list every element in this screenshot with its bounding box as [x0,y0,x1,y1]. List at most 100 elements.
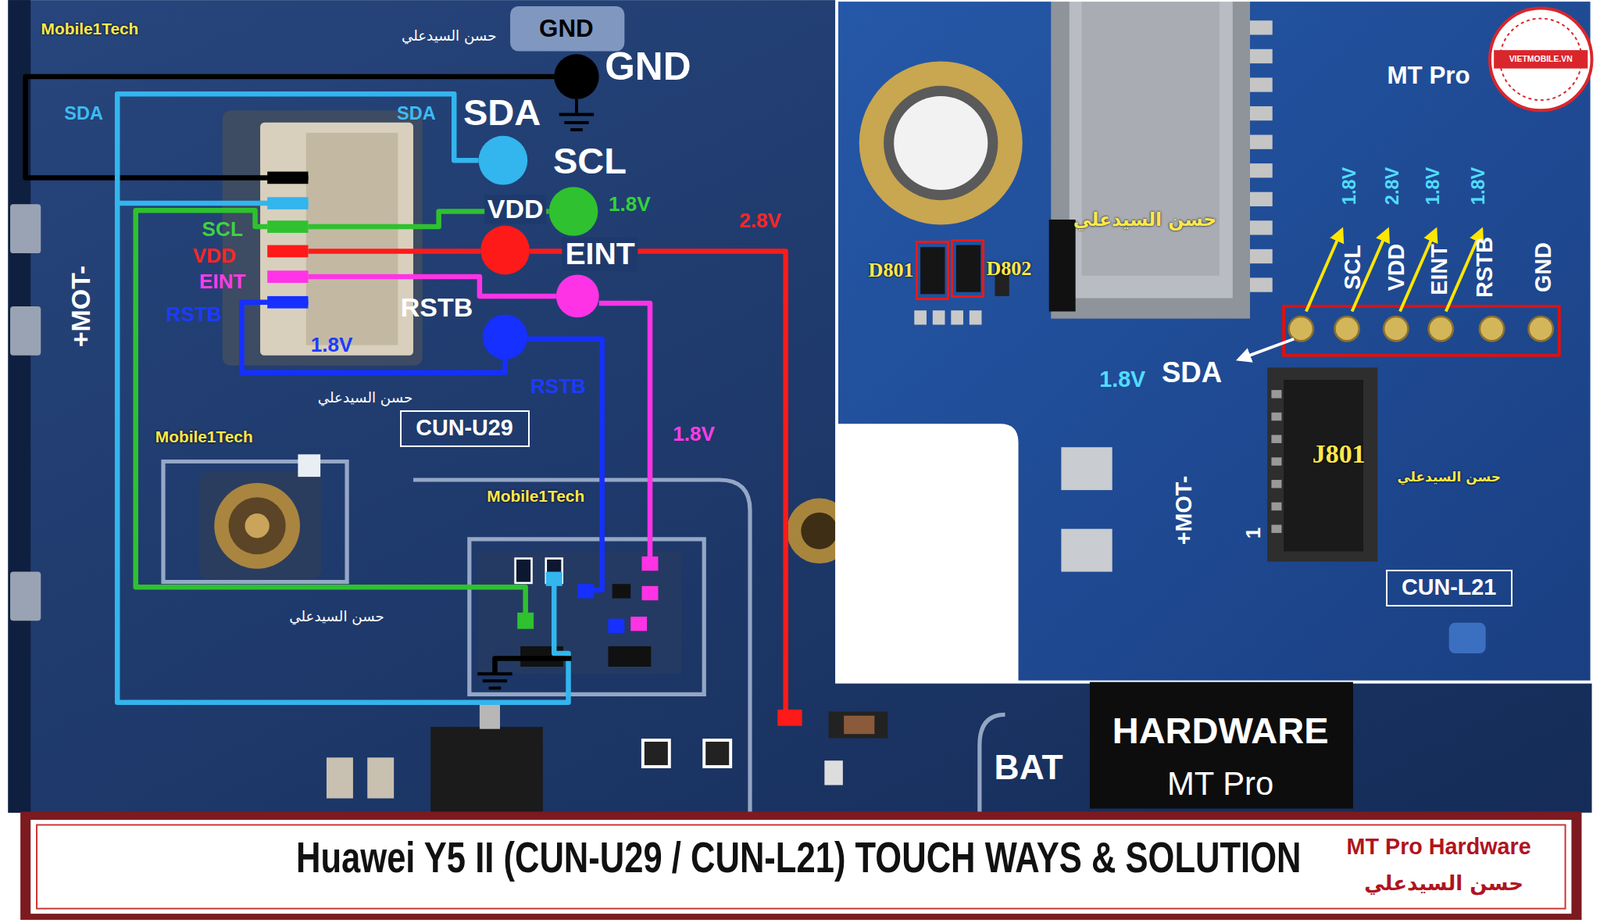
inset-photo [1271,524,1282,533]
leader-arrow [1239,229,1483,360]
component-area [843,715,875,735]
antenna-connector [228,496,286,554]
ground-symbol [570,128,583,132]
inset-photo [1250,20,1273,35]
model-box: CUN-U29 [400,410,530,447]
silkscreen-text: GND [1531,242,1554,293]
logo-panel [1089,682,1354,809]
flex-connector [222,110,423,366]
leader-arrow [1306,229,1343,311]
signal-wires [117,93,479,204]
board-photo [10,203,41,254]
inset-photo [1250,163,1273,178]
component-area [612,583,632,598]
ground-symbol [477,99,594,689]
model-name: CUN-L21 [1401,575,1497,600]
part-name: D802 [985,257,1032,280]
inset-photo [1250,135,1273,150]
inset-photo [1271,479,1282,488]
test-points [549,186,599,236]
component-area [477,550,682,674]
test-points [480,225,530,275]
inset-photo [1060,446,1112,490]
pin-header [1283,306,1560,356]
inset-photo [1250,277,1273,292]
signal-wires [307,248,481,254]
silkscreen-text: RSTB [1473,236,1497,298]
voltage-label: 1.8V [1340,167,1360,205]
component-area [607,646,651,667]
antenna-connector [199,471,322,579]
inset-photo [956,245,981,293]
board-photo [7,0,1592,813]
flex-connector [260,122,414,356]
silkscreen-text: VDD [484,194,547,224]
board-photo [7,0,1592,813]
flex-connector [306,132,399,346]
ground-symbol [559,112,594,116]
inset-photo [950,310,964,325]
test-points [482,314,528,359]
signal-name: VDD [192,243,236,267]
pin-number: 1 [1242,527,1264,540]
stamp [1500,18,1582,100]
pin-header [1289,316,1314,341]
component-area [479,703,500,729]
silkscreen-outline [413,479,750,813]
component-area [703,739,731,767]
ground-symbol [575,99,579,115]
inset-photo [1250,49,1273,64]
logo-panel [1089,682,1354,809]
test-points [478,135,529,186]
ground-symbol [489,685,502,690]
pin-header [1479,316,1504,341]
inset-photo [1250,106,1273,121]
pin-header [1428,316,1454,341]
test-points [546,571,563,586]
test-points [553,53,599,99]
screw-ring [800,512,838,550]
part-name: D801 [868,259,915,283]
title-banner [20,811,1582,920]
signal-wires [494,658,572,675]
voltage-label: 1.8V [1424,167,1443,205]
component-area [824,760,843,785]
component-area [515,558,533,583]
signal-wires [599,303,650,564]
pin-header [1283,306,1560,356]
signal-wires [25,76,802,719]
component-marker: D801 [915,240,950,300]
title-text: Huawei Y5 II (CUN-U29 / CUN-L21) TOUCH W… [296,833,1302,881]
test-points [642,585,659,600]
inset-photo [859,61,1023,225]
antenna-connector [297,453,321,477]
author-name: حسن السيدعلي [289,608,385,625]
silkscreen-text: +MOT- [68,265,96,348]
title-banner [20,811,1582,920]
inset-photo [836,0,1593,682]
signal-name: SDA [64,103,104,125]
title-banner [30,819,1572,914]
author-name: حسن السيدعلي [1364,871,1524,894]
signal-wires [135,210,526,617]
inset-photo [1271,435,1282,443]
voltage-label: 2.8V [739,209,782,233]
inset-photo [1069,0,1233,298]
voltage-label: 1.8V [1099,367,1146,393]
component-area [326,757,354,798]
silkscreen-text: SDA [463,92,541,133]
silkscreen-text: BAT [994,748,1064,787]
brand-text: MT Pro [1386,61,1470,89]
pin-header [1528,316,1554,341]
watermark-text: Mobile1Tech [486,486,585,505]
test-points [517,612,534,629]
signal-wires [117,203,568,703]
author-name: حسن السيدعلي [1073,210,1218,231]
author-name: حسن السيدعلي [317,389,414,406]
inset-photo [1271,389,1282,398]
test-points [607,618,625,633]
test-points [478,53,803,725]
part-name: J801 [1312,439,1366,469]
component-area [326,550,888,812]
inset-photo [932,310,946,325]
